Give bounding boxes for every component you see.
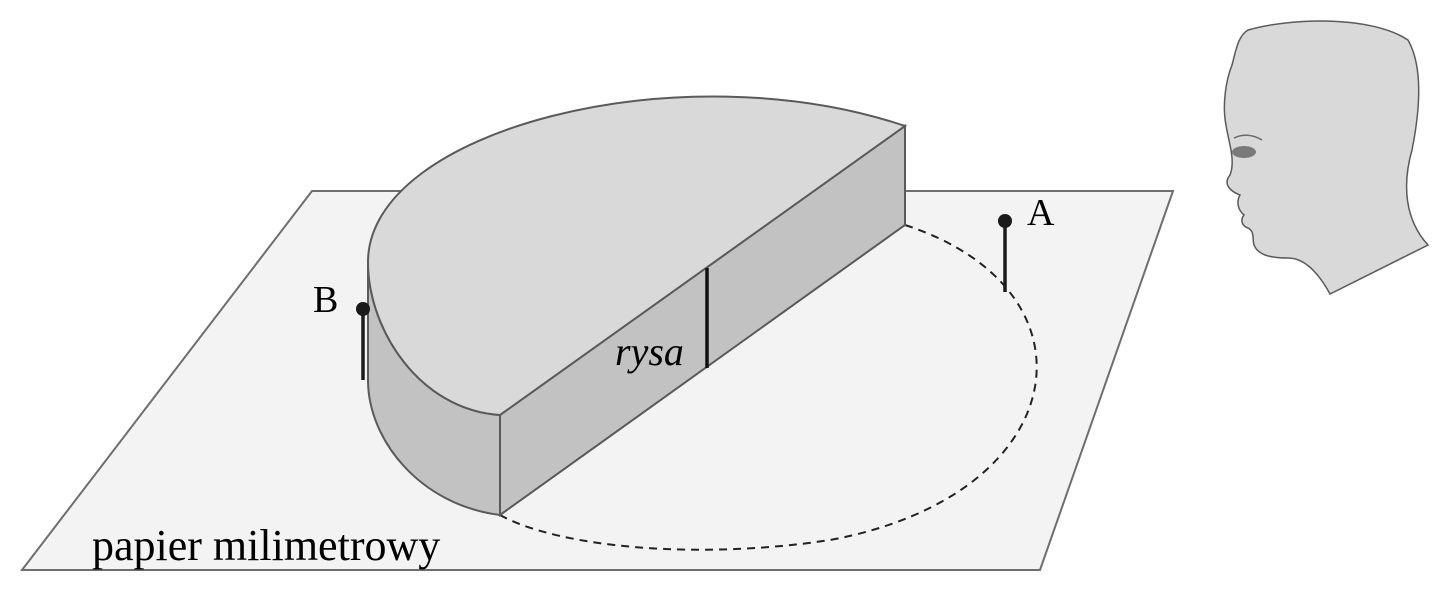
block-top-face: [366, 95, 908, 417]
scratch-label: rysa: [615, 329, 684, 374]
observer-head-icon: [1223, 20, 1430, 295]
eye-icon: [1232, 146, 1256, 158]
dashed-circle-outline: [499, 224, 1038, 551]
paper-label: papier milimetrowy: [92, 521, 440, 570]
pin-a-label: A: [1027, 192, 1055, 234]
pin-b-icon: [356, 302, 370, 380]
pin-a-icon: [998, 214, 1012, 292]
pin-b-label: B: [313, 279, 338, 321]
